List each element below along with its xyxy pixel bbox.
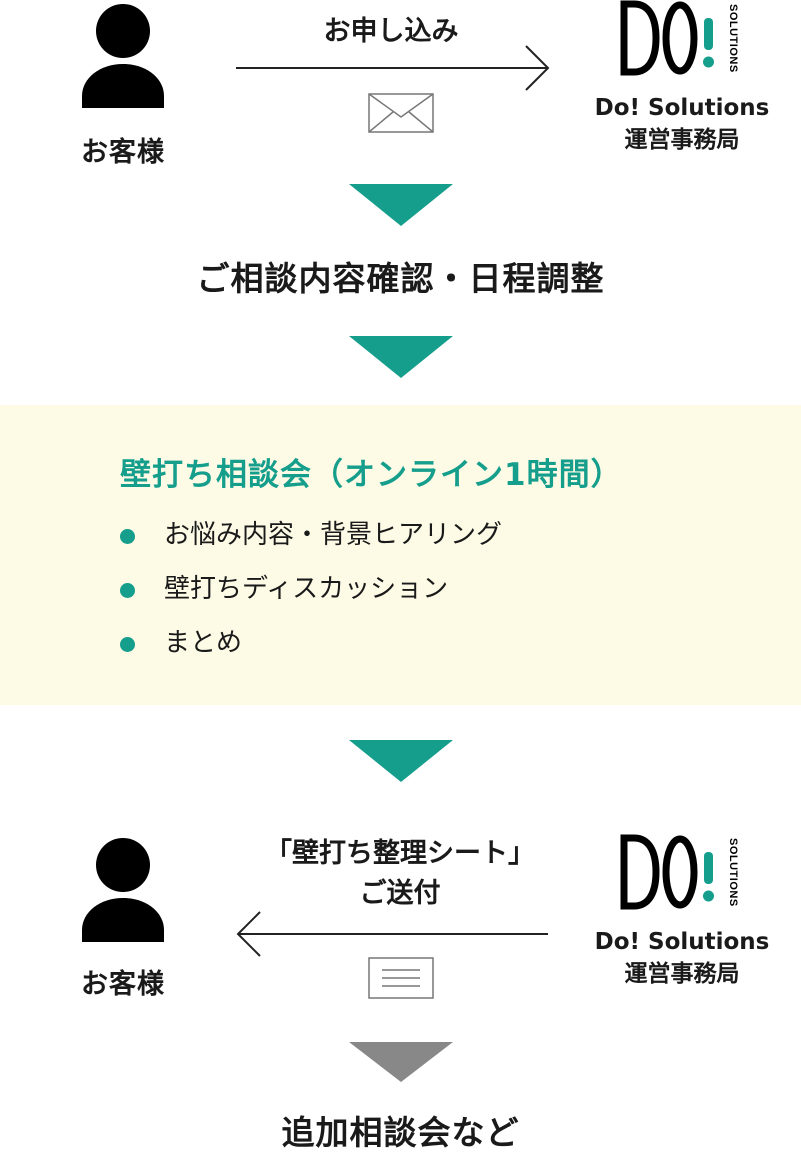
- do-solutions-logo: SOLUTIONS: [618, 0, 748, 82]
- arrow-right-icon: [236, 45, 550, 91]
- list-item: お悩み内容・背景ヒアリング: [120, 519, 502, 573]
- triangle-down-icon: [349, 740, 453, 782]
- org-name-line2: 運営事務局: [624, 127, 740, 153]
- list-item-label: まとめ: [164, 628, 243, 658]
- session-panel: 壁打ち相談会（オンライン1時間） お悩み内容・背景ヒアリング 壁打ちディスカッシ…: [0, 405, 801, 705]
- org-name-line2: 運営事務局: [624, 961, 740, 987]
- arrow-label-line1: 「壁打ち整理シート」: [265, 838, 535, 869]
- bullet-dot-icon: [120, 529, 135, 544]
- triangle-down-icon: [349, 184, 453, 226]
- session-items: お悩み内容・背景ヒアリング 壁打ちディスカッション まとめ: [120, 519, 502, 681]
- arrow-label-send: 「壁打ち整理シート」 ご送付: [220, 834, 580, 914]
- org-name: Do! Solutions 運営事務局: [572, 92, 792, 156]
- org-name-line1: Do! Solutions: [594, 95, 770, 121]
- do-solutions-logo: SOLUTIONS: [618, 834, 748, 916]
- triangle-down-icon: [349, 336, 453, 378]
- bullet-dot-icon: [120, 583, 135, 598]
- list-item: まとめ: [120, 627, 502, 681]
- logo-sub-text: SOLUTIONS: [727, 4, 739, 73]
- customer-label: お客様: [81, 137, 165, 168]
- step-final: 追加相談会など: [281, 1113, 520, 1152]
- logo-sub-text: SOLUTIONS: [727, 838, 739, 907]
- list-item: 壁打ちディスカッション: [120, 573, 502, 627]
- org-name: Do! Solutions 運営事務局: [572, 926, 792, 990]
- list-item-label: 壁打ちディスカッション: [164, 574, 449, 604]
- arrow-label-line2: ご送付: [359, 878, 441, 909]
- document-icon: [368, 957, 434, 999]
- person-icon: [82, 838, 164, 942]
- bullet-dot-icon: [120, 637, 135, 652]
- arrow-label-apply: お申し込み: [323, 16, 459, 47]
- org-name-line1: Do! Solutions: [594, 929, 770, 955]
- triangle-down-gray-icon: [349, 1042, 453, 1082]
- envelope-icon: [368, 93, 434, 133]
- session-title: 壁打ち相談会（オンライン1時間）: [120, 457, 623, 493]
- list-item-label: お悩み内容・背景ヒアリング: [164, 520, 503, 550]
- step-confirm: ご相談内容確認・日程調整: [196, 259, 605, 298]
- arrow-left-icon: [236, 911, 548, 957]
- person-icon: [82, 4, 164, 108]
- customer-label: お客様: [81, 969, 165, 1000]
